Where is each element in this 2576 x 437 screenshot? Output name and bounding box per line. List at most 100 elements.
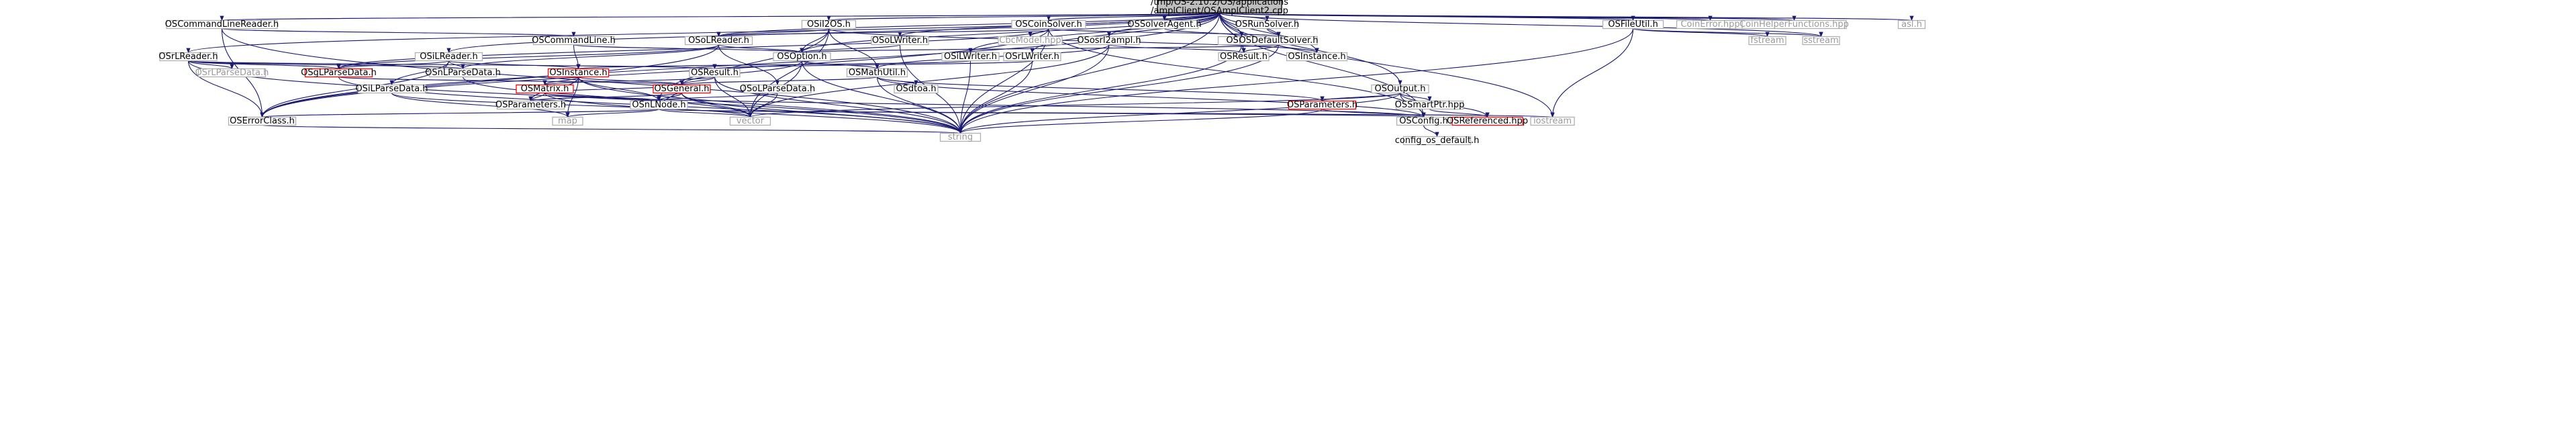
node-label: OSErrorClass.h [230,116,295,126]
node-osoption-h[interactable]: OSOption.h [773,52,831,62]
node-label: OSParameters.h [495,100,566,110]
node-box [197,68,267,78]
node-oscommandlinereader-h[interactable]: OSCommandLineReader.h [165,19,279,30]
node-osgeneral-h[interactable]: OSGeneral.h [653,84,711,94]
node-osolwriter-h[interactable]: OSoLWriter.h [871,36,929,46]
node-box [304,68,373,78]
edge-coinsolver-to-defsolver [1048,28,1281,38]
node-osrunsolver-h[interactable]: OSRunSolver.h [1235,19,1299,30]
node-osresult-h[interactable]: OSResult.h [689,68,741,78]
node-osdefaultsolver-h[interactable]: OSDefaultSolver.h [1239,36,1318,46]
node-tmp-os-2-10-2-os-applications-amplclient-osamplclient2-cpp[interactable]: /tmp/OS-2.10.2/OS/applications/amplClien… [1151,0,1288,16]
node-sstream[interactable]: sstream [1802,36,1840,46]
node-osnlparsedata-h[interactable]: OSnLParseData.h [425,68,501,78]
edge-osoption-to-string [801,60,963,134]
node-osilwriter-h[interactable]: OSiLWriter.h [941,52,1000,62]
node-osilparsedata-h[interactable]: OSiLParseData.h [355,84,428,94]
edge-osrlreader-to-osrlparsedata [187,60,234,70]
node-label: OSOption.h [777,52,826,62]
node-box [414,52,483,62]
node-osparameters-h[interactable]: OSParameters.h [1287,100,1357,110]
node-label: OSSmartPtr.hpp [1395,100,1465,110]
edge-runsolver-to-defsolver [1266,28,1281,38]
node-config-os-default-h[interactable]: config_os_default.h [1395,136,1480,146]
node-osinstance-h[interactable]: OSInstance.h [547,68,610,78]
node-ossmartptr-hpp[interactable]: OSSmartPtr.hpp [1395,100,1465,110]
node-vector[interactable]: vector [729,116,771,126]
edge-fileutil-to-iostream [1550,28,1634,118]
node-label: OSnLParseData.h [425,68,501,78]
node-label: OSiLReader.h [420,52,478,62]
node-osreferenced-hpp[interactable]: OSReferenced.hpp [1447,116,1528,126]
edge-osinstance2-to-osgeneral [577,76,684,86]
node-label: OSCommandLineReader.h [165,19,279,30]
node-oscoinsolver-h[interactable]: OSCoinSolver.h [1011,19,1086,30]
node-iostream[interactable]: iostream [1530,116,1575,126]
node-osoutput-h[interactable]: OSOutput.h [1371,84,1429,94]
node-box [1218,52,1270,62]
edge-osrl2ampl-to-string [958,44,1110,134]
edge-osi2os-to-osoption [800,28,830,54]
node-ossolveragent-h[interactable]: OSSolverAgent.h [1127,19,1201,30]
node-label: CbcModel.hpp [999,36,1061,46]
node-osdtoa-h[interactable]: OSdtoa.h [894,84,939,94]
edge-root-to-cmdlinereader [221,12,1221,21]
edge-osconfig-to-configdefault [1423,125,1439,138]
node-box [547,68,610,78]
node-osii2os-h[interactable]: OSiI2OS.h [801,19,857,30]
node-osolreader-h[interactable]: OSoLReader.h [684,36,753,46]
node-asl-h[interactable]: asl.h [1897,19,1926,30]
node-osresult-h[interactable]: OSResult.h [1218,52,1270,62]
node-osglparsedata-h[interactable]: OSgLParseData.h [301,68,377,78]
edge-root-to-osresult1 [1219,12,1246,54]
edge-osinstance2-to-osmatrix [542,76,579,86]
node-box [801,19,857,30]
edge-osi2os-to-vector [748,28,830,118]
node-osconfig-h[interactable]: OSConfig.h [1396,116,1451,126]
edge-osrlreader-to-oserrorclass [187,60,265,118]
node-osmathutil-h[interactable]: OSMathUtil.h [846,68,908,78]
node-osnlnode-h[interactable]: OSnLNode.h [630,100,688,110]
node-osilreader-h[interactable]: OSiLReader.h [414,52,483,62]
edge-fileutil-to-fstream [1632,28,1770,38]
edge-defsolver-to-osresult1 [1241,44,1280,54]
node-osinstance-h[interactable]: OSInstance.h [1286,52,1348,62]
node-box [1236,19,1298,30]
edge-osmathutil-to-osparameters2 [876,77,1325,102]
node-osrlparsedata-h[interactable]: OSrLParseData.h [195,68,269,78]
node-cbcmodel-hpp[interactable]: CbcModel.hpp [998,36,1063,46]
node-box [1239,36,1318,46]
node-osparameters-h[interactable]: OSParameters.h [495,100,566,110]
node-ososrl2ampl-h[interactable]: OSosrl2ampl.h [1077,36,1141,46]
edge-osgeneral-to-string [681,93,963,134]
node-coinhelperfunctions-hpp[interactable]: CoinHelperFunctions.hpp [1739,19,1849,30]
node-label: vector [736,116,765,126]
node-string[interactable]: string [939,132,982,142]
edge-osnlnode-to-oserrorclass [260,108,660,118]
node-osrlreader-h[interactable]: OSrLReader.h [158,52,218,62]
node-label: OSoLWriter.h [872,36,928,46]
edge-root-to-osilwriter [968,12,1221,54]
node-label: OSOutput.h [1374,84,1425,94]
node-box [532,36,615,46]
edge-osparameters2-to-osconfig [1321,108,1426,118]
edge-ossmartptr-to-osreferenced [1429,108,1490,118]
node-oserrorclass-h[interactable]: OSErrorClass.h [228,116,297,126]
node-label: OSCoinSolver.h [1015,19,1082,30]
node-coinerror-hpp[interactable]: CoinError.hpp [1676,19,1745,30]
node-box [1286,52,1348,62]
node-osfileutil-h[interactable]: OSFileUtil.h [1602,19,1664,30]
node-osmatrix-h[interactable]: OSMatrix.h [516,84,574,94]
node-box [1003,52,1061,62]
node-box [1130,19,1199,30]
node-osolparsedata-h[interactable]: OSoLParseData.h [740,84,815,94]
node-label: OSCommandLine.h [532,36,616,46]
node-oscommandline-h[interactable]: OSCommandLine.h [532,36,616,46]
node-osrlwriter-h[interactable]: OSrLWriter.h [1003,52,1061,62]
edge-osilparsedata-to-map [391,93,570,118]
node-label: OSResult.h [1220,52,1268,62]
node-fstream[interactable]: fstream [1748,36,1786,46]
edge-osilreader-to-osilparsedata [389,60,450,86]
node-map[interactable]: map [552,116,583,126]
